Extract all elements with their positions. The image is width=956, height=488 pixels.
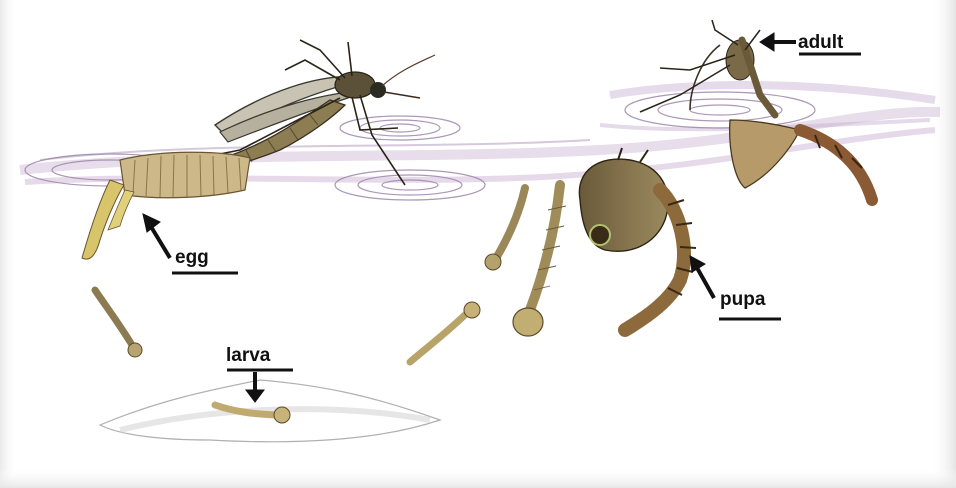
- label-pupa: pupa: [720, 290, 765, 309]
- label-larva: larva: [226, 346, 270, 365]
- label-egg: egg: [175, 248, 209, 267]
- larva-bottom: [100, 380, 440, 442]
- left-edge-shade: [0, 0, 18, 488]
- larva-pointer: [227, 370, 293, 402]
- pupa-illustration: [579, 148, 696, 330]
- label-adult: adult: [798, 33, 843, 52]
- right-edge-shade: [930, 0, 956, 488]
- bottom-edge-shade: [0, 468, 956, 488]
- adult-mosquito-laying-eggs: [82, 40, 435, 259]
- larvae-hanging: [410, 185, 566, 362]
- larva-left: [95, 290, 142, 357]
